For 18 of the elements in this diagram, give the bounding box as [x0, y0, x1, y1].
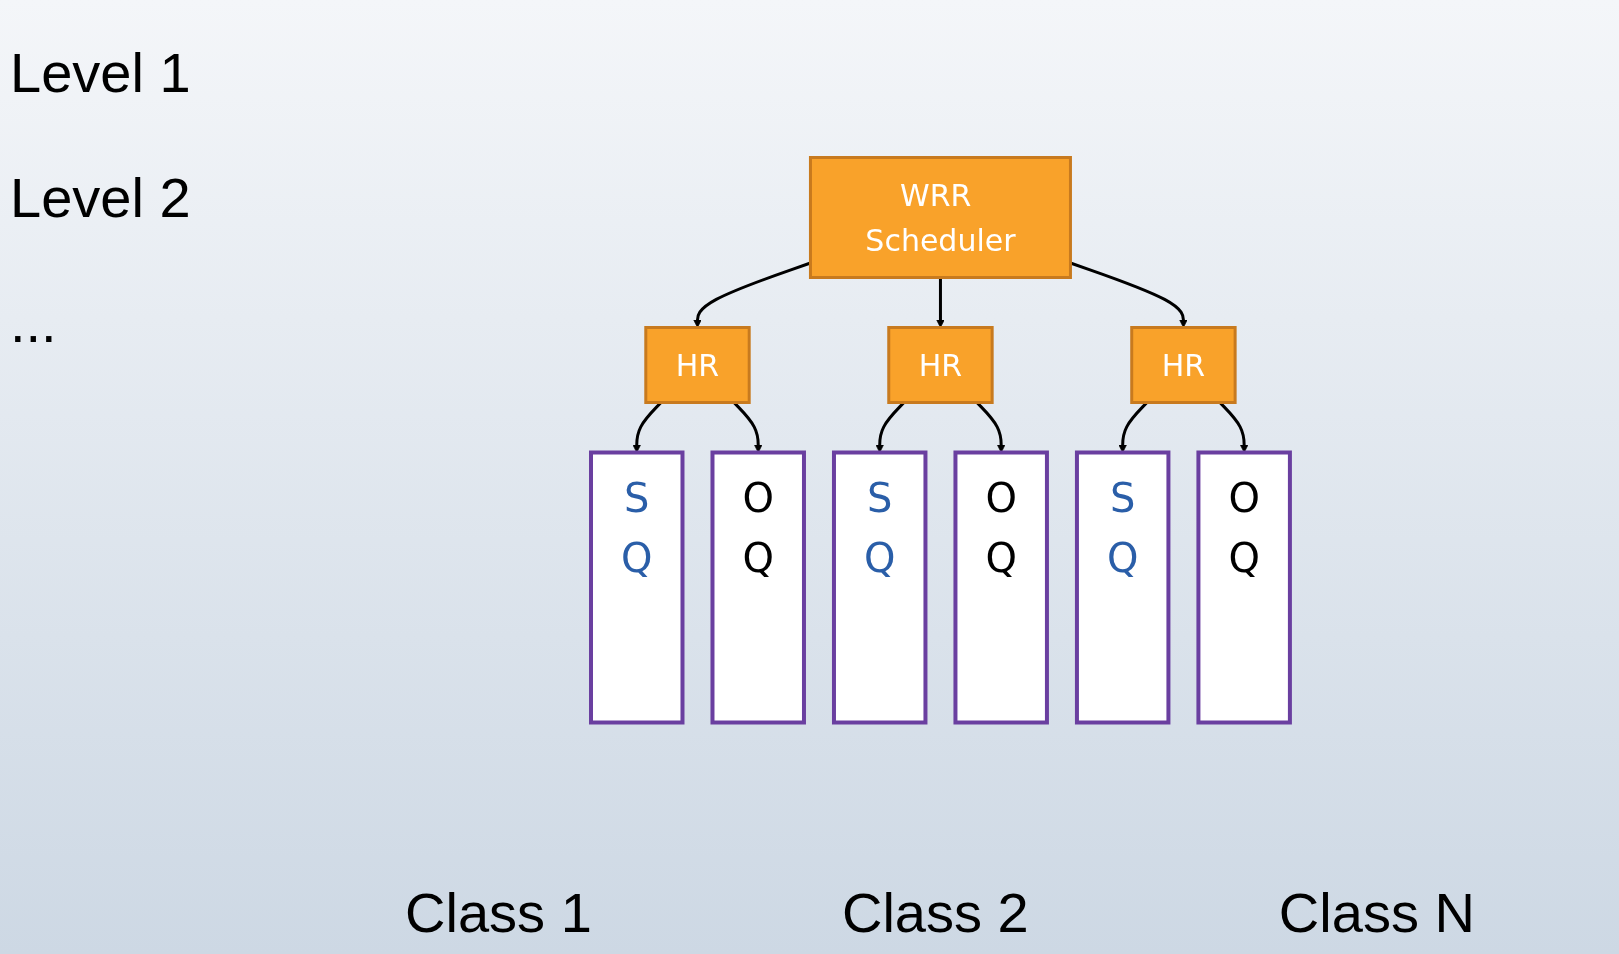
node-box: HR — [1129, 326, 1237, 404]
node-box: S Q — [831, 450, 927, 725]
node-box: S Q — [588, 450, 685, 725]
node-box: S Q — [1074, 450, 1170, 725]
ellipsis-text: ... — [10, 290, 58, 355]
node-box: O Q — [1195, 450, 1292, 725]
class-label: Class N — [1278, 880, 1475, 946]
node-box: HR — [886, 326, 994, 404]
arrow — [692, 261, 811, 328]
node-box: HR — [643, 326, 751, 404]
class-label: Class 1 — [405, 880, 592, 946]
arrow — [935, 277, 945, 328]
node-box: O Q — [953, 450, 1049, 725]
level-label: Level 2 — [10, 165, 192, 230]
class-label: Class 2 — [841, 880, 1029, 946]
node-box: O Q — [710, 450, 806, 725]
level-label: Level 1 — [10, 40, 192, 105]
node-box: WRR Scheduler — [808, 156, 1072, 279]
